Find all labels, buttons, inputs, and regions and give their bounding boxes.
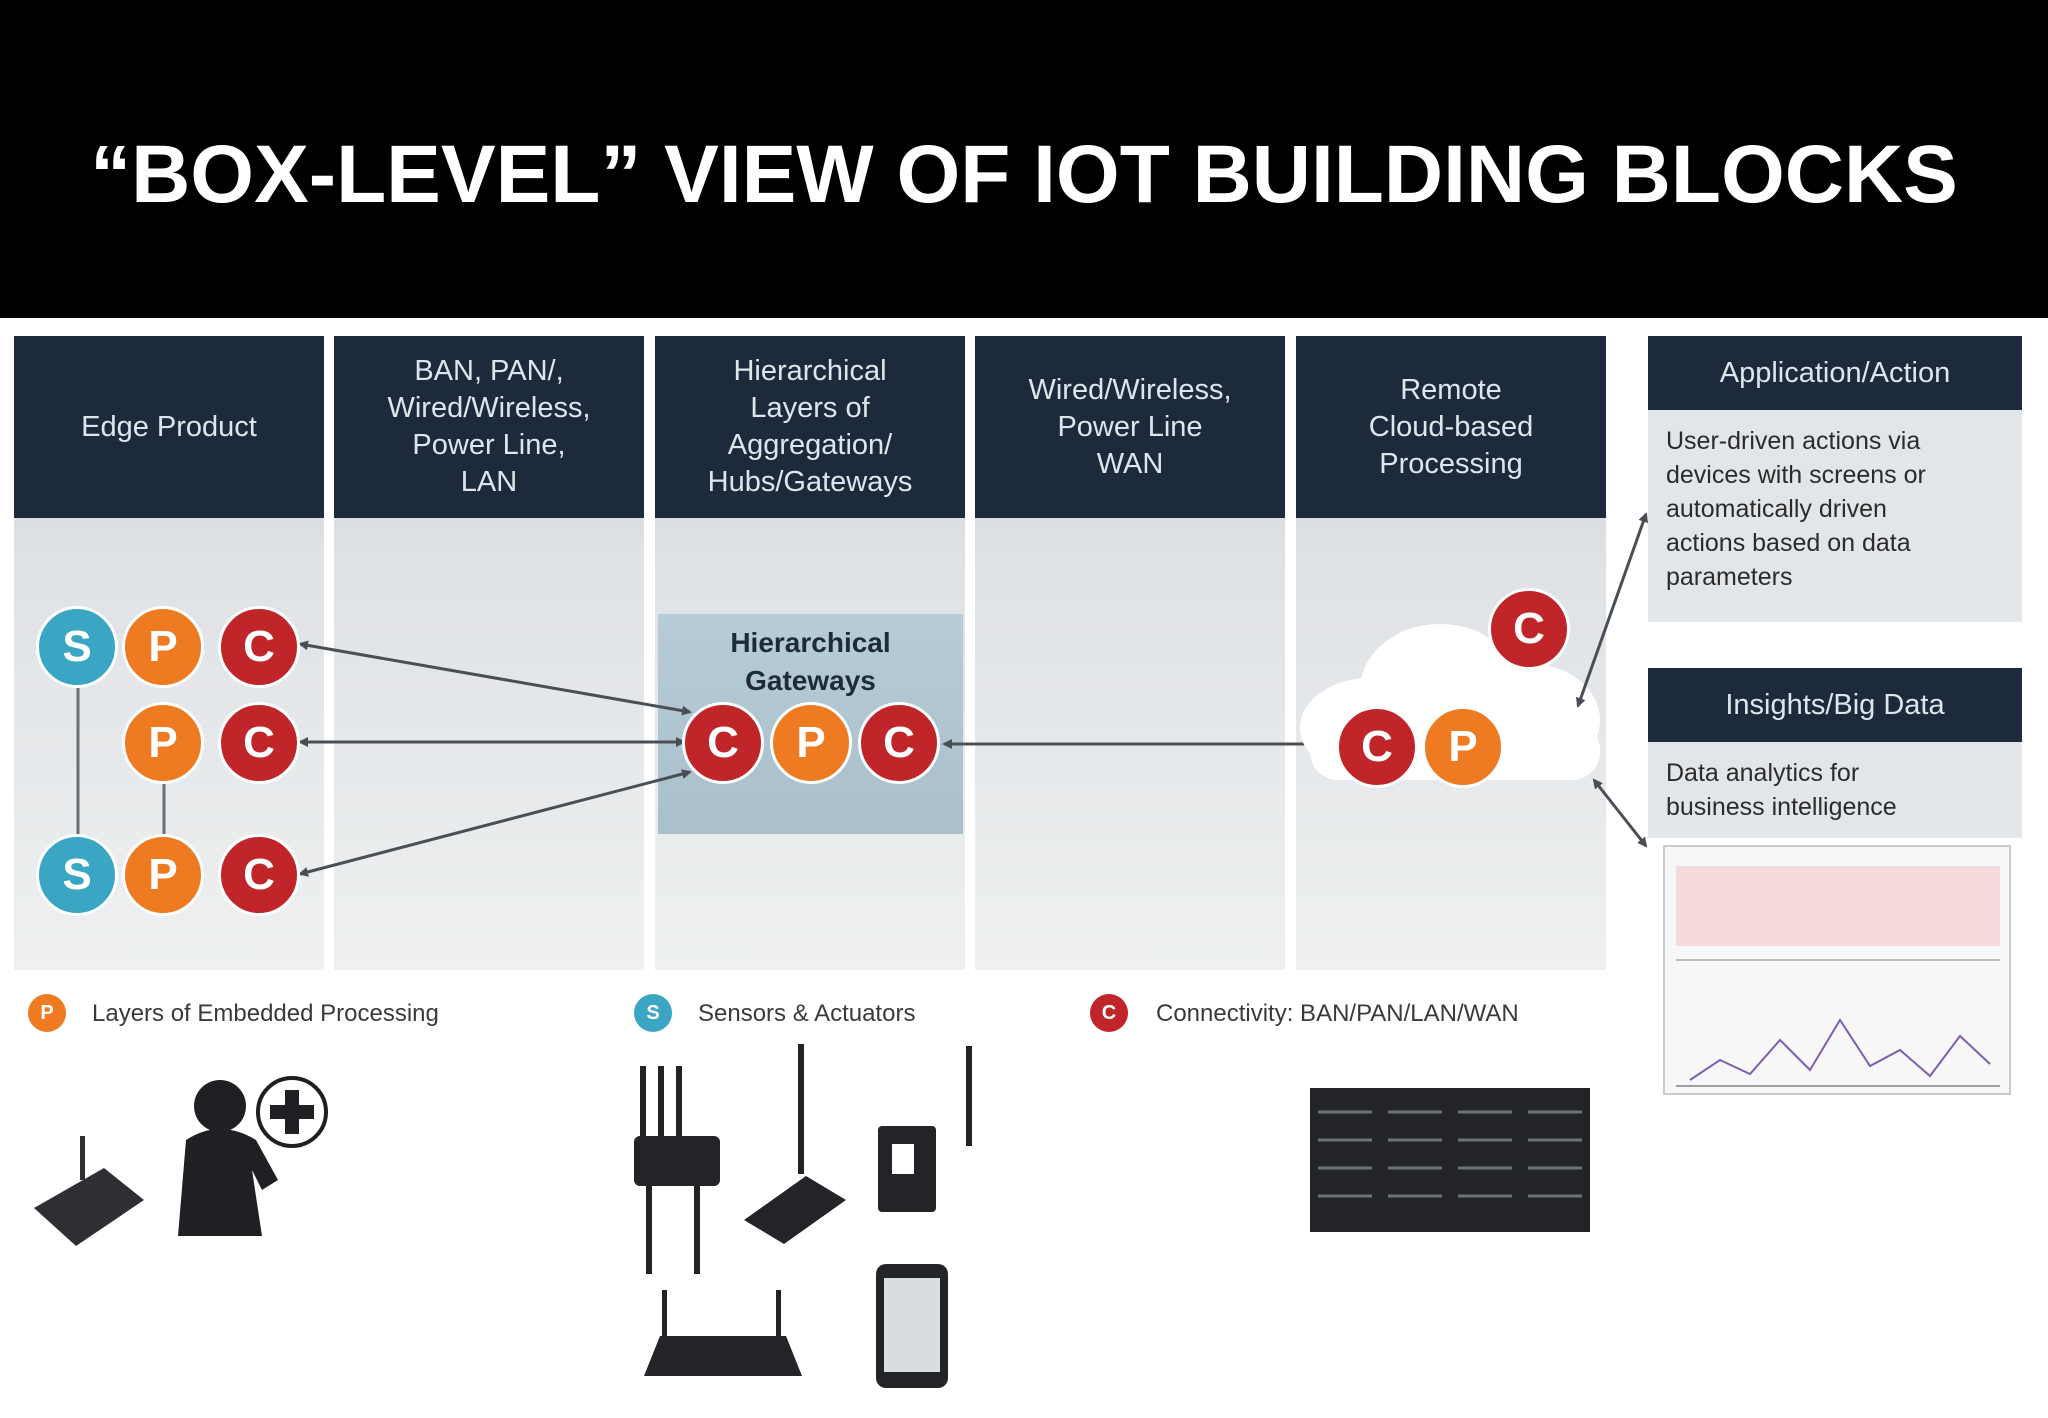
column-header: Edge Product bbox=[14, 336, 324, 518]
legend-processing-dot: P bbox=[28, 994, 66, 1032]
legend-connectivity-text: Connectivity: BAN/PAN/LAN/WAN bbox=[1156, 1000, 1519, 1027]
outdoor-gateway-icon bbox=[634, 1066, 720, 1274]
connectivity-node: C bbox=[218, 702, 300, 784]
legend-connectivity-dot: C bbox=[1090, 994, 1128, 1032]
connectivity-node: C bbox=[218, 834, 300, 916]
dashboard-chart-icon bbox=[1663, 845, 2011, 1095]
page-title: “BOX-LEVEL” VIEW OF IOT BUILDING BLOCKS bbox=[90, 129, 1958, 220]
cloud-connectivity-node: C bbox=[1488, 588, 1570, 670]
title-bar: “BOX-LEVEL” VIEW OF IOT BUILDING BLOCKS bbox=[0, 0, 2048, 318]
wireless-module-icon bbox=[878, 1046, 972, 1212]
processing-node: P bbox=[122, 834, 204, 916]
insights-box: Insights/Big Data Data analytics for bus… bbox=[1648, 668, 2022, 838]
arrow-edge-gateway-3 bbox=[298, 769, 692, 877]
column-header: Hierarchical Layers of Aggregation/ Hubs… bbox=[655, 336, 965, 518]
processing-node: P bbox=[122, 702, 204, 784]
column-wan: Wired/Wireless, Power Line WAN bbox=[975, 336, 1285, 970]
legend-sensor-text: Sensors & Actuators bbox=[698, 1000, 916, 1027]
insights-text: Data analytics for business intelligence bbox=[1666, 759, 1897, 821]
arrow-cloud-insights bbox=[1592, 778, 1648, 848]
cloud-processing-node: P bbox=[1422, 706, 1504, 788]
connectivity-node: C bbox=[218, 606, 300, 688]
column-header: Wired/Wireless, Power Line WAN bbox=[975, 336, 1285, 518]
application-action-title: Application/Action bbox=[1648, 336, 2022, 410]
gateway-connectivity-node: C bbox=[682, 702, 764, 784]
sensor-node: S bbox=[36, 606, 118, 688]
person-medical-icon bbox=[178, 1076, 328, 1236]
gateway-label: Hierarchical Gateways bbox=[730, 627, 891, 696]
application-action-text: User-driven actions via devices with scr… bbox=[1666, 427, 1926, 591]
arrow-edge-gateway-1 bbox=[298, 640, 692, 716]
cloud-connectivity-node: C bbox=[1336, 706, 1418, 788]
gateway-processing-node: P bbox=[770, 702, 852, 784]
insights-title: Insights/Big Data bbox=[1648, 668, 2022, 742]
legend-processing-text: Layers of Embedded Processing bbox=[92, 1000, 439, 1027]
gateway-connectivity-node: C bbox=[858, 702, 940, 784]
antenna-hub-icon bbox=[744, 1044, 846, 1244]
router-icon bbox=[34, 1136, 144, 1246]
legend-sensor-dot: S bbox=[634, 994, 672, 1032]
server-rack-icon bbox=[1310, 1088, 1590, 1232]
arrow-cloud-application bbox=[1575, 512, 1649, 708]
column-header: Remote Cloud-based Processing bbox=[1296, 336, 1606, 518]
wifi-router-icon bbox=[644, 1290, 802, 1376]
column-header: BAN, PAN/, Wired/Wireless, Power Line, L… bbox=[334, 336, 644, 518]
application-action-box: Application/Action User-driven actions v… bbox=[1648, 336, 2022, 622]
smartphone-icon bbox=[876, 1264, 948, 1388]
sensor-node: S bbox=[36, 834, 118, 916]
processing-node: P bbox=[122, 606, 204, 688]
